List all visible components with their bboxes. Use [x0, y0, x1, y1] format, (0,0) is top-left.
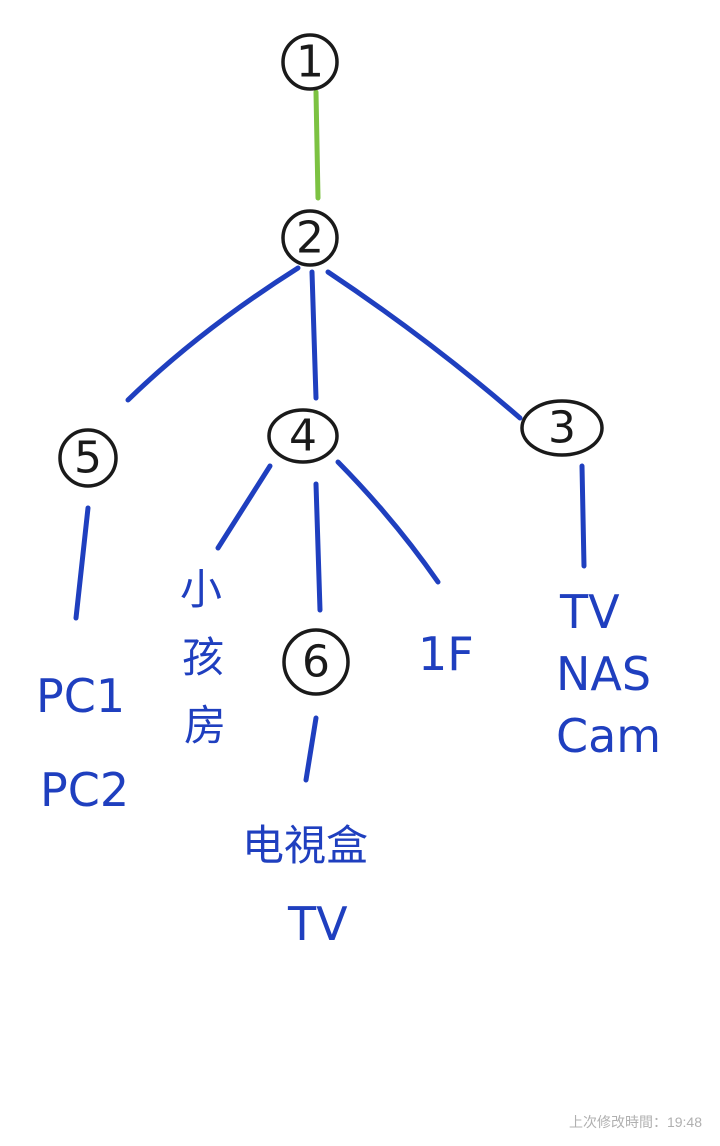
node-1: 1: [281, 33, 339, 91]
edge-5-devices: [73, 505, 91, 621]
node-6: 6: [282, 628, 350, 696]
node5-device-pc1: PC1: [36, 669, 125, 723]
node6-device-settop: 电視盒: [242, 821, 368, 870]
node4-kidsroom-char3: 房: [184, 701, 226, 750]
edge-2-4: [309, 269, 319, 401]
node-5-number: 5: [74, 433, 102, 484]
node-4: 4: [267, 408, 339, 464]
node-5: 5: [58, 428, 118, 488]
node-1-number: 1: [296, 37, 324, 88]
node3-device-tv: TV: [559, 585, 620, 639]
edge-4-kidsroom: [215, 463, 273, 551]
node3-device-cam: Cam: [556, 709, 661, 763]
node-2: 2: [281, 209, 339, 267]
node-6-number: 6: [302, 637, 330, 688]
node4-kidsroom-char2: 孩: [182, 633, 224, 682]
node4-floor-label: 1F: [418, 627, 474, 681]
node-3-number: 3: [548, 403, 576, 454]
last-modified-timestamp: 上次修改時間：19:48: [568, 1114, 702, 1130]
edge-2-3: [325, 269, 523, 421]
node-3: 3: [520, 399, 604, 457]
node-2-number: 2: [296, 213, 324, 264]
node3-device-nas: NAS: [556, 647, 651, 701]
edge-2-5: [125, 265, 301, 403]
node4-kidsroom-char1: 小: [180, 565, 222, 614]
node-4-number: 4: [289, 411, 317, 462]
edge-1-2: [313, 89, 321, 201]
edge-6-devices: [303, 715, 319, 783]
edge-4-1f: [335, 459, 441, 585]
edge-3-devices: [579, 463, 587, 569]
node6-device-tv: TV: [287, 897, 348, 951]
edge-4-6: [313, 481, 323, 613]
node5-device-pc2: PC2: [40, 763, 129, 817]
